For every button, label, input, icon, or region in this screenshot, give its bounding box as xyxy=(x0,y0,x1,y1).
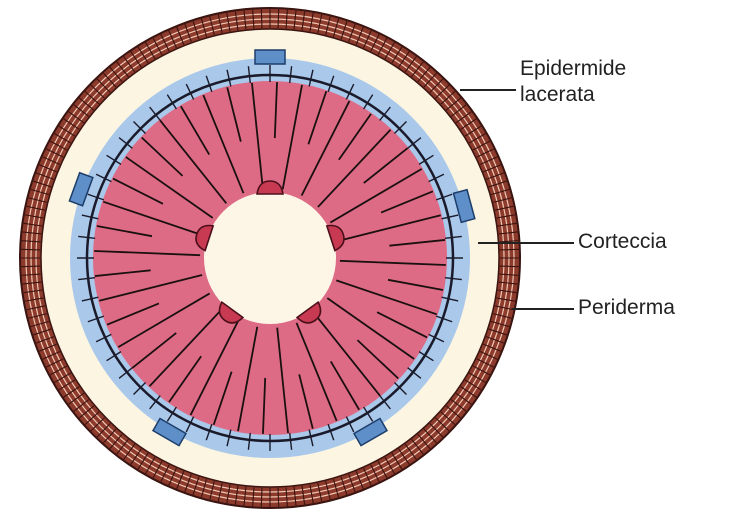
periderm-cell-wall xyxy=(500,266,519,267)
periderm-cell-wall xyxy=(261,9,262,28)
periderm-cell-wall xyxy=(500,249,519,250)
label-epidermide-lacerata: Epidermide lacerata xyxy=(520,56,626,108)
periderm-cell-wall xyxy=(21,266,40,267)
stem-cross-section xyxy=(20,8,520,508)
phloem-fiber-patch xyxy=(255,50,285,64)
periderm-cell-wall xyxy=(261,488,262,507)
periderm-cell-wall xyxy=(278,488,279,507)
label-epidermide-line2: lacerata xyxy=(520,82,626,108)
label-corteccia: Corteccia xyxy=(578,229,667,255)
periderm-cell-wall xyxy=(21,249,40,250)
label-epidermide-line1: Epidermide xyxy=(520,56,626,82)
periderm-cell-wall xyxy=(278,9,279,28)
label-periderma: Periderma xyxy=(578,295,675,321)
